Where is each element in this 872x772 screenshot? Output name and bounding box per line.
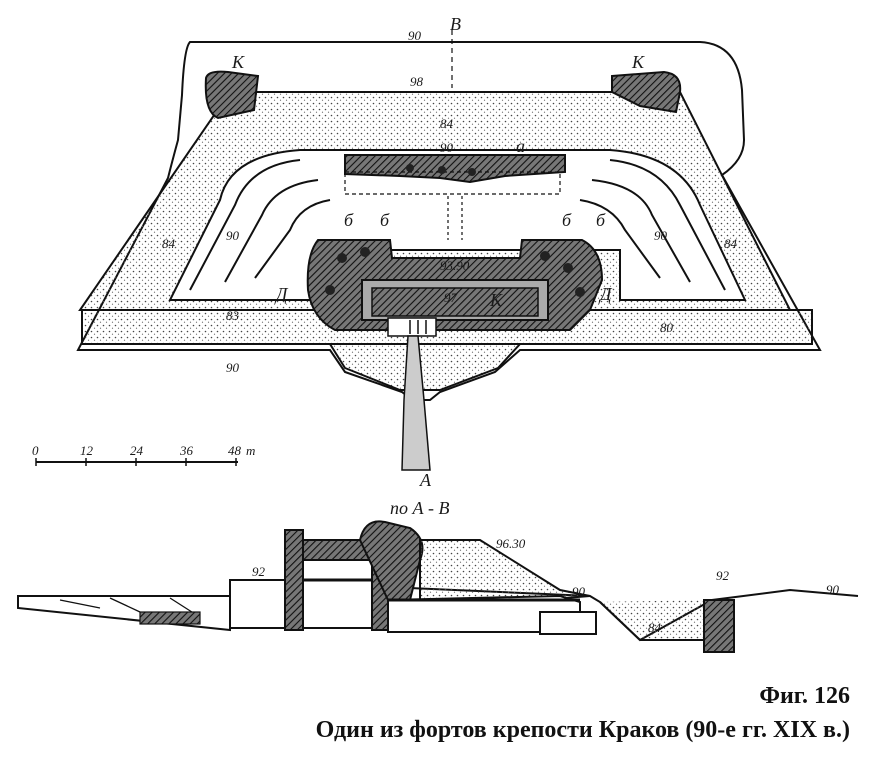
- section-gallery: [139, 611, 201, 625]
- contour-3: [224, 179, 319, 283]
- figure-caption: Один из фортов крепости Краков (90-е гг.…: [315, 717, 850, 743]
- scale-unit: m: [246, 443, 255, 458]
- height-traverse: 90: [440, 140, 454, 155]
- scale-tick-1: 12: [80, 443, 94, 458]
- entrance-gate: [387, 317, 437, 337]
- entrance-road: [401, 335, 431, 471]
- contour-1: [189, 159, 301, 291]
- section-height-1: 96.30: [496, 536, 526, 551]
- ravelin: [328, 343, 523, 391]
- plan-labels: В А К К К а б б б б Д Д 90 98 84 84 84 9…: [162, 14, 738, 490]
- section-height-3: 92: [716, 568, 730, 583]
- height-right-inner: 90: [654, 228, 668, 243]
- scale-tick-2: 24: [130, 443, 144, 458]
- gun-emplacements: [325, 164, 585, 297]
- right-corner-caponier: [611, 70, 682, 114]
- height-barracks: 97: [444, 290, 458, 305]
- figure-number: Фиг. 126: [759, 683, 850, 709]
- section-wall-1: [284, 529, 304, 631]
- height-front-left: 83: [226, 308, 240, 323]
- scale-tick-4: 48: [228, 443, 242, 458]
- section-labels: по А - В 96.30 92 92 90 90 84: [252, 498, 840, 635]
- height-front-right: 80: [660, 320, 674, 335]
- contour-4: [591, 179, 691, 283]
- letter-d-right: Д: [598, 284, 613, 304]
- scale-bar: 0 12 24 36 48 m: [32, 443, 255, 466]
- scale-tick-0: 0: [32, 443, 39, 458]
- central-barracks-inner: [371, 287, 539, 317]
- section-height-4: 90: [572, 584, 586, 599]
- section-mark-bottom: А: [419, 470, 432, 490]
- section-counterscarp: [703, 599, 735, 653]
- height-rampart-inner: 84: [440, 116, 454, 131]
- height-right-slope: 84: [724, 236, 738, 251]
- section-casemate: [539, 611, 597, 635]
- section-height-6: 84: [648, 620, 662, 635]
- section-title: по А - В: [390, 498, 449, 518]
- letter-d-left: Д: [274, 284, 289, 304]
- top-gallery-dashed: [344, 171, 561, 195]
- height-court: 93.90: [440, 258, 470, 273]
- contour-6: [579, 199, 661, 279]
- top-gallery: [344, 154, 566, 184]
- contour-5: [254, 199, 331, 279]
- corner-label-left: К: [231, 52, 245, 72]
- letter-b-1: б: [344, 210, 354, 230]
- section-height-5: 90: [826, 582, 840, 597]
- height-rampart-top: 98: [410, 74, 424, 89]
- corner-label-right: К: [631, 52, 645, 72]
- letter-b-2: б: [380, 210, 390, 230]
- left-corner-caponier: [204, 70, 260, 120]
- section-mark-top: В: [450, 14, 461, 34]
- center-label: К: [489, 290, 503, 310]
- height-outer-top: 90: [408, 28, 422, 43]
- height-glacis: 90: [226, 360, 240, 375]
- fort-plan: [76, 30, 822, 471]
- scale-tick-3: 36: [179, 443, 194, 458]
- letter-b-3: б: [562, 210, 572, 230]
- letter-a: а: [516, 136, 525, 156]
- contour-2: [609, 159, 726, 291]
- letter-b-4: б: [596, 210, 606, 230]
- section-height-2: 92: [252, 564, 266, 579]
- height-left-inner: 90: [226, 228, 240, 243]
- fort-section: [17, 520, 859, 653]
- height-left-slope: 84: [162, 236, 176, 251]
